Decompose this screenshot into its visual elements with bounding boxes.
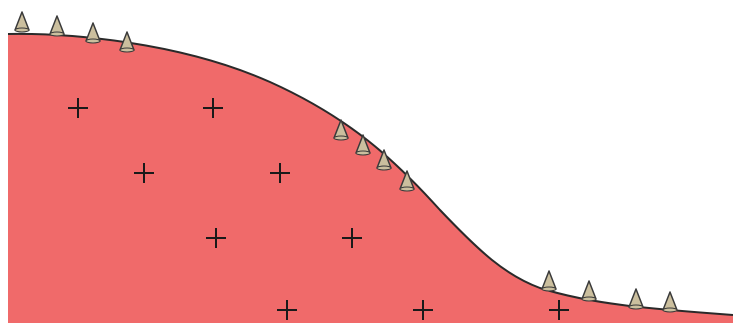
- plus-cross-icon: [413, 300, 433, 320]
- plus-cross-icon: [549, 300, 569, 320]
- cone-marker-icon: [628, 288, 644, 310]
- cross-markers: [68, 98, 569, 320]
- cone-marker-icon: [581, 280, 597, 302]
- slope-region: [8, 33, 733, 323]
- cone-marker-icon: [333, 119, 349, 141]
- cone-marker-icon: [399, 170, 415, 192]
- cone-marker-icon: [376, 149, 392, 171]
- plus-cross-icon: [277, 300, 297, 320]
- plus-cross-icon: [270, 163, 290, 183]
- plus-cross-icon: [206, 228, 226, 248]
- cone-marker-icon: [49, 15, 65, 37]
- plus-cross-icon: [68, 98, 88, 118]
- plus-cross-icon: [342, 228, 362, 248]
- plus-cross-icon: [134, 163, 154, 183]
- plus-cross-icon: [203, 98, 223, 118]
- cone-marker-icon: [662, 291, 678, 313]
- cone-marker-icon: [119, 31, 135, 53]
- cone-marker-icon: [541, 270, 557, 292]
- cone-marker-icon: [85, 22, 101, 44]
- cone-marker-icon: [355, 134, 371, 156]
- cone-marker-icon: [14, 11, 30, 33]
- cone-markers: [14, 11, 678, 313]
